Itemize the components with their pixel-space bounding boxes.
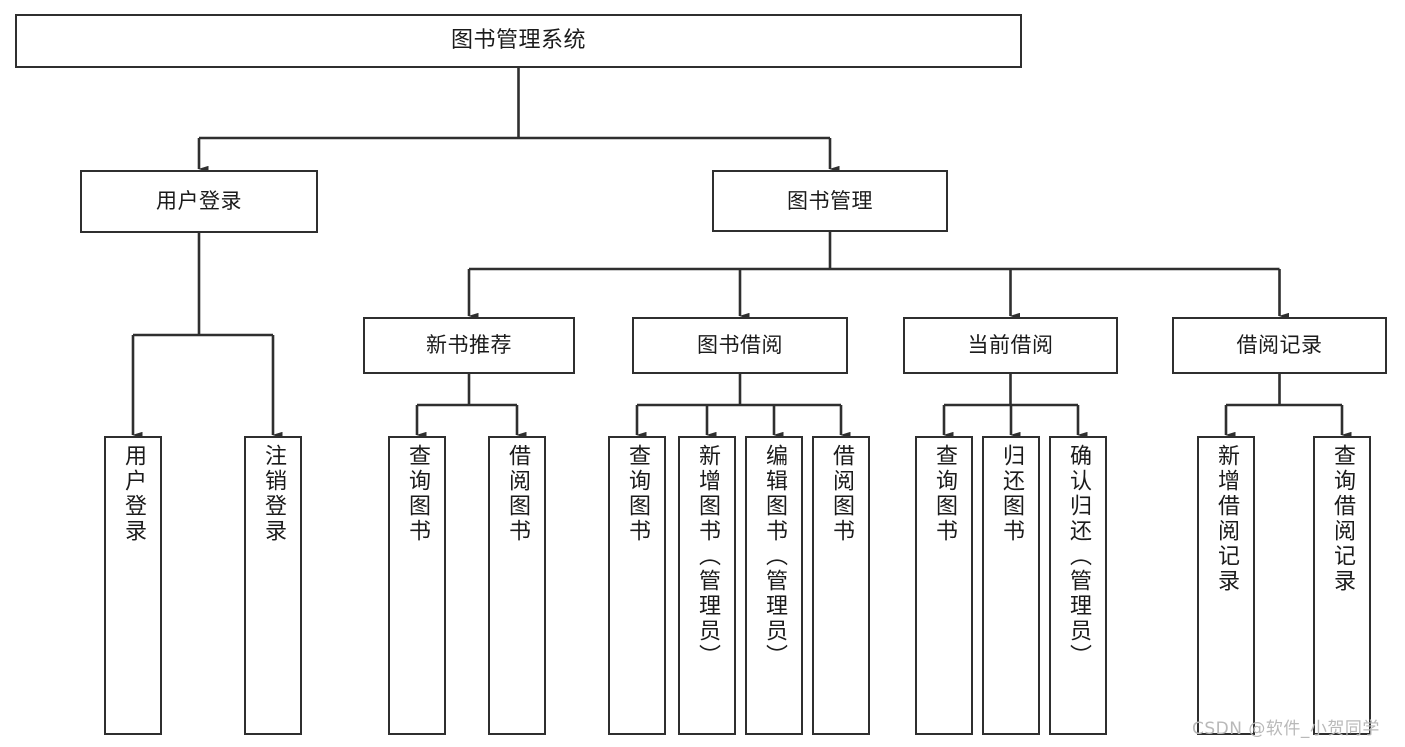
node-label: 查询借阅记录 [1330,444,1355,594]
node-book-manage[interactable]: 图书管理 [712,170,948,232]
node-label: 编辑图书（管理员） [762,444,787,669]
node-leaf-borrow-book-2[interactable]: 借阅图书 [812,436,870,735]
node-label: 归还图书 [999,444,1024,544]
node-label: 借阅图书 [505,444,530,544]
node-label: 图书借阅 [697,333,783,358]
node-leaf-query-record[interactable]: 查询借阅记录 [1313,436,1371,735]
node-label: 查询图书 [625,444,650,544]
node-label: 新增图书（管理员） [695,444,720,669]
node-new-book-rec[interactable]: 新书推荐 [363,317,575,374]
node-label: 新增借阅记录 [1214,444,1239,594]
node-leaf-query-book-2[interactable]: 查询图书 [608,436,666,735]
node-label: 用户登录 [156,189,242,214]
node-leaf-confirm-return[interactable]: 确认归还（管理员） [1049,436,1107,735]
node-label: 确认归还（管理员） [1066,444,1091,669]
node-label: 借阅记录 [1236,333,1323,358]
node-root[interactable]: 图书管理系统 [15,14,1022,68]
node-label: 图书管理 [787,188,873,213]
node-current-borrow[interactable]: 当前借阅 [903,317,1118,374]
node-leaf-query-book-1[interactable]: 查询图书 [388,436,446,735]
node-label: 借阅图书 [829,444,854,544]
node-leaf-user-logout[interactable]: 注销登录 [244,436,302,735]
node-label: 查询图书 [405,444,430,544]
node-leaf-query-book-3[interactable]: 查询图书 [915,436,973,735]
node-leaf-add-book[interactable]: 新增图书（管理员） [678,436,736,735]
node-leaf-add-record[interactable]: 新增借阅记录 [1197,436,1255,735]
node-label: 查询图书 [932,444,957,544]
node-label: 新书推荐 [426,333,512,358]
node-user-login[interactable]: 用户登录 [80,170,318,233]
node-borrow-record[interactable]: 借阅记录 [1172,317,1387,374]
node-label: 注销登录 [261,444,286,544]
node-leaf-return-book[interactable]: 归还图书 [982,436,1040,735]
node-label: 图书管理系统 [450,28,586,54]
node-label: 当前借阅 [967,333,1054,358]
node-leaf-user-login[interactable]: 用户登录 [104,436,162,735]
node-leaf-borrow-book-1[interactable]: 借阅图书 [488,436,546,735]
node-leaf-edit-book[interactable]: 编辑图书（管理员） [745,436,803,735]
node-label: 用户登录 [121,444,146,544]
node-book-borrow[interactable]: 图书借阅 [632,317,848,374]
